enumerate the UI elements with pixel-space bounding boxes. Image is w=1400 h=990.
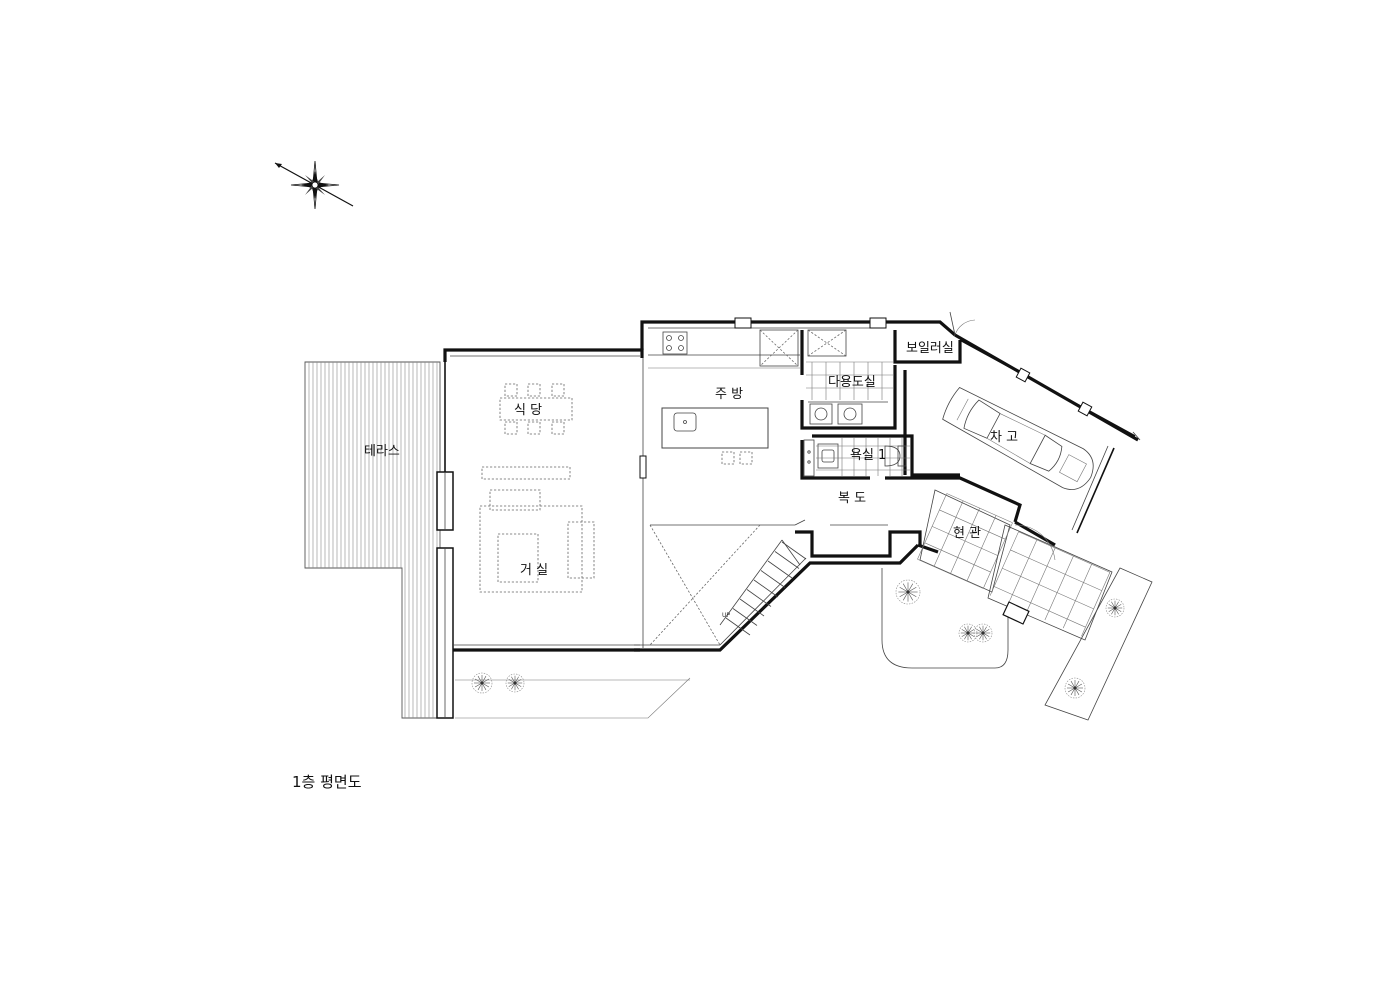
north-arrow-icon [274, 160, 354, 210]
label-bathroom: 욕실 1 [850, 448, 886, 463]
living-dining-walls [436, 348, 647, 719]
garage [903, 333, 1141, 534]
stair-up-mark: UP [722, 612, 730, 619]
label-garage: 차 고 [990, 430, 1018, 445]
landscape [455, 567, 1153, 721]
hallway-stair: UP [634, 519, 922, 652]
utility-room [800, 330, 897, 430]
pantry [759, 329, 847, 367]
label-dining: 식 당 [514, 403, 542, 418]
bathroom [800, 434, 914, 480]
room-labels: 테라스 식 당 거 실 주 방 다용도실 보일러실 차 고 욕실 1 복 도 현… [364, 341, 1018, 578]
living-furniture [479, 466, 595, 593]
label-living: 거 실 [520, 563, 548, 578]
entrance [912, 476, 1113, 641]
tree-symbols [471, 579, 1125, 699]
car-outline [942, 386, 1094, 490]
kitchen-island [661, 407, 769, 465]
dining-table [499, 383, 573, 435]
label-hallway: 복 도 [838, 491, 866, 506]
kitchen-walls [640, 317, 890, 369]
label-utility: 다용도실 [828, 375, 876, 390]
drawing-title: 1층 평면도 [292, 773, 362, 791]
label-boiler-room: 보일러실 [906, 341, 954, 356]
cooktop [662, 331, 688, 355]
label-kitchen: 주 방 [715, 387, 743, 402]
label-terrace: 테라스 [364, 444, 400, 459]
label-entrance: 현 관 [953, 526, 981, 541]
terrace-deck [304, 361, 441, 719]
